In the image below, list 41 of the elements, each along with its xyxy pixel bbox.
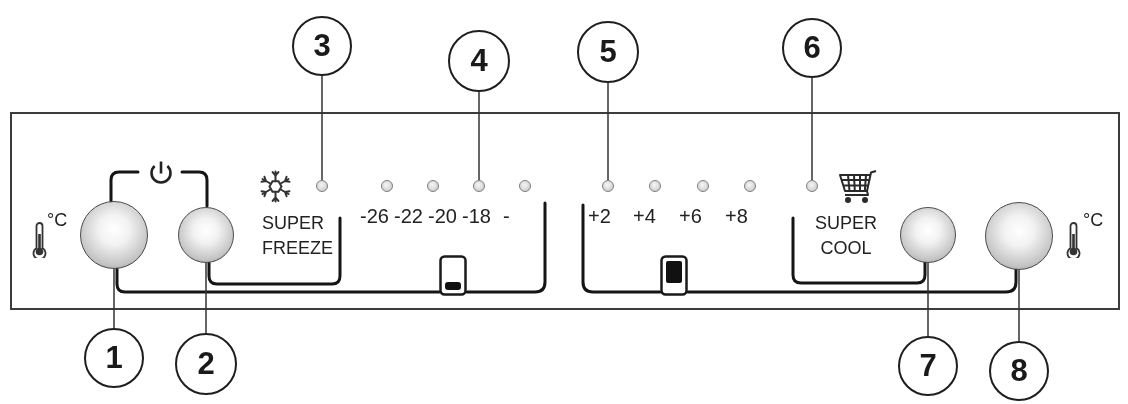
function-label: SUPER COOL [814,212,878,260]
callout-number: 5 [577,21,639,83]
callout-number: 4 [448,30,510,92]
temperature-unit-label: °C [1083,210,1104,231]
function-label: SUPER FREEZE [262,212,334,260]
indicator-light [649,180,661,192]
indicator-light [381,180,393,192]
callout-number: 6 [782,18,842,78]
temperature-setting-label: -20 [428,205,457,228]
temperature-setting-label: -22 [394,205,423,228]
temperature-setting-label: -18 [462,205,491,228]
indicator-light [427,180,439,192]
leader-line [321,75,323,181]
indicator-light [806,180,818,192]
leader-line [205,262,207,334]
leader-line [478,91,480,181]
temperature-setting-label: +2 [588,205,611,228]
temperature-setting-label: +4 [633,205,656,228]
temperature-setting-label: -26 [360,205,389,228]
temperature-setting-label: +8 [725,205,748,228]
callout-number: 2 [175,333,237,395]
indicator-light [744,180,756,192]
indicator-light [602,180,614,192]
round-button [900,207,956,263]
indicator-light [697,180,709,192]
leader-line [811,77,813,181]
indicator-light [473,180,485,192]
leader-line [607,82,609,181]
leader-line [113,268,115,329]
temperature-setting-label: - [503,205,510,228]
leader-line [1018,269,1020,342]
indicator-light [316,180,328,192]
callout-number: 8 [989,341,1049,401]
temperature-unit-label: °C [47,210,68,231]
callout-number: 7 [898,336,958,396]
callout-number: 3 [292,16,352,76]
indicator-light [519,180,531,192]
callout-number: 1 [84,328,144,388]
round-button [178,207,234,263]
leader-line [927,262,929,337]
temperature-setting-label: +6 [679,205,702,228]
